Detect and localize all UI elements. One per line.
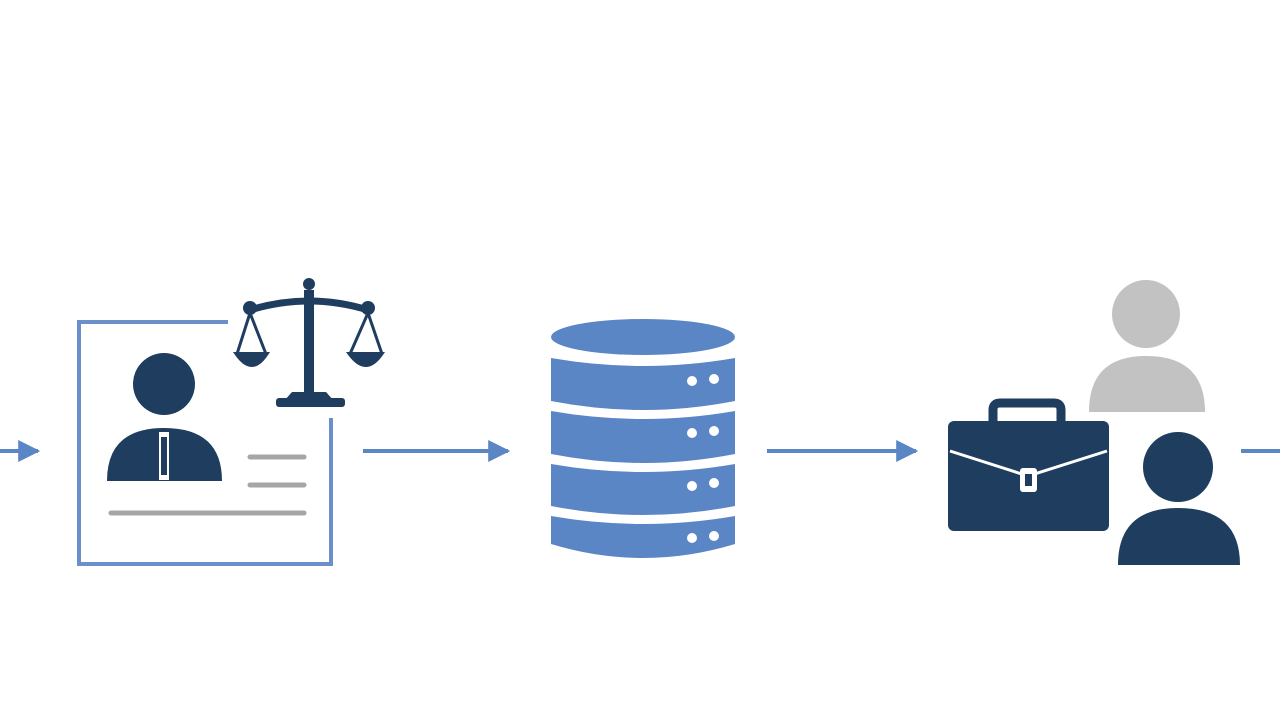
database-node	[551, 319, 735, 558]
hiring-node	[948, 280, 1240, 565]
person-icon	[1089, 280, 1205, 412]
person-with-tie-icon	[107, 353, 222, 481]
database-indicator-dots	[687, 374, 719, 543]
scales-of-justice-icon	[233, 278, 385, 407]
database-icon	[551, 319, 735, 558]
briefcase-icon	[948, 398, 1109, 531]
person-icon	[1118, 432, 1240, 565]
legal-profile-node	[77, 278, 385, 566]
profile-card-icon	[77, 320, 333, 566]
